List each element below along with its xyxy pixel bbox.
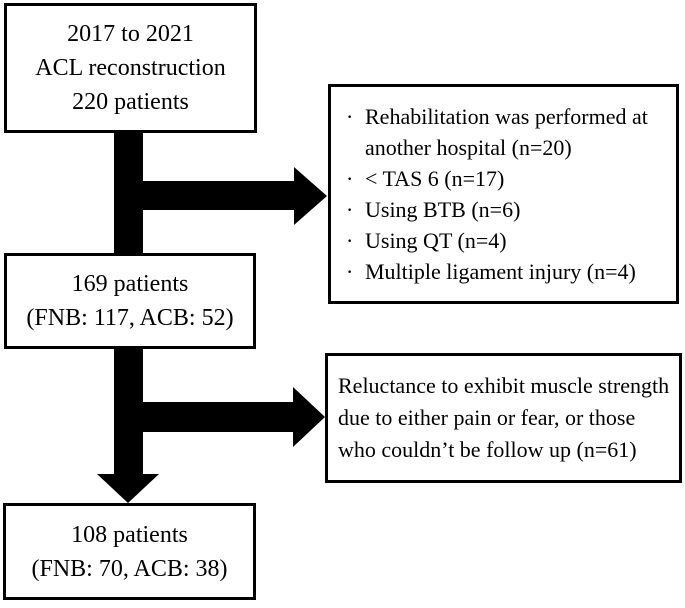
top-box-line-1: 2017 to 2021 [67,21,194,47]
mid-box-line-2: (FNB: 117, ACB: 52) [26,305,234,331]
arrow-down-head-icon [97,474,159,503]
box-108-patients: 108 patients (FNB: 70, ACB: 38) [3,503,256,600]
bullet-dot-icon: · [346,197,354,222]
top-box-line-3: 220 patients [72,89,189,115]
bullet-dot-icon: · [346,104,354,129]
reason-line-1: Reluctance to exhibit muscle strength [338,373,670,398]
arrow-right-1-shaft [141,181,294,210]
mid-box-line-1: 169 patients [71,271,189,297]
exclusion-item-text: Rehabilitation was performed at another … [365,104,648,160]
bottom-box-line-2: (FNB: 70, ACB: 38) [31,555,228,582]
top-box-line-2: ACL reconstruction [35,55,226,81]
reason-line-3: who couldn’t be follow up (n=61) [338,437,637,462]
exclusion-item: · Using BTB (n=6) [331,194,670,225]
connector-down-2 [114,347,143,475]
box-dropout-reason: Reluctance to exhibit muscle strength du… [325,353,682,483]
box-169-patients: 169 patients (FNB: 117, ACB: 52) [4,253,256,349]
bullet-dot-icon: · [346,228,354,253]
exclusion-item-text: Using BTB (n=6) [365,197,521,222]
exclusion-item-text: Multiple ligament injury (n=4) [365,259,636,284]
box-exclusion-criteria: · Rehabilitation was performed at anothe… [328,84,679,304]
exclusion-item-text: < TAS 6 (n=17) [365,166,505,191]
bullet-dot-icon: · [346,166,354,191]
exclusion-item: · Multiple ligament injury (n=4) [331,256,670,287]
bullet-dot-icon: · [346,259,354,284]
arrow-right-2-shaft [141,402,293,432]
exclusion-item: · Using QT (n=4) [331,225,670,256]
exclusion-item: · < TAS 6 (n=17) [331,163,670,194]
arrow-right-1-head-icon [294,167,327,225]
exclusion-item-text: Using QT (n=4) [365,228,507,253]
exclusion-item: · Rehabilitation was performed at anothe… [331,101,670,163]
connector-down-1 [114,131,143,255]
arrow-right-2-head-icon [293,387,325,447]
reason-line-2: due to either pain or fear, or those [338,405,636,430]
box-2017-2021-cohort: 2017 to 2021 ACL reconstruction 220 pati… [4,3,257,133]
bottom-box-line-1: 108 patients [71,521,188,548]
